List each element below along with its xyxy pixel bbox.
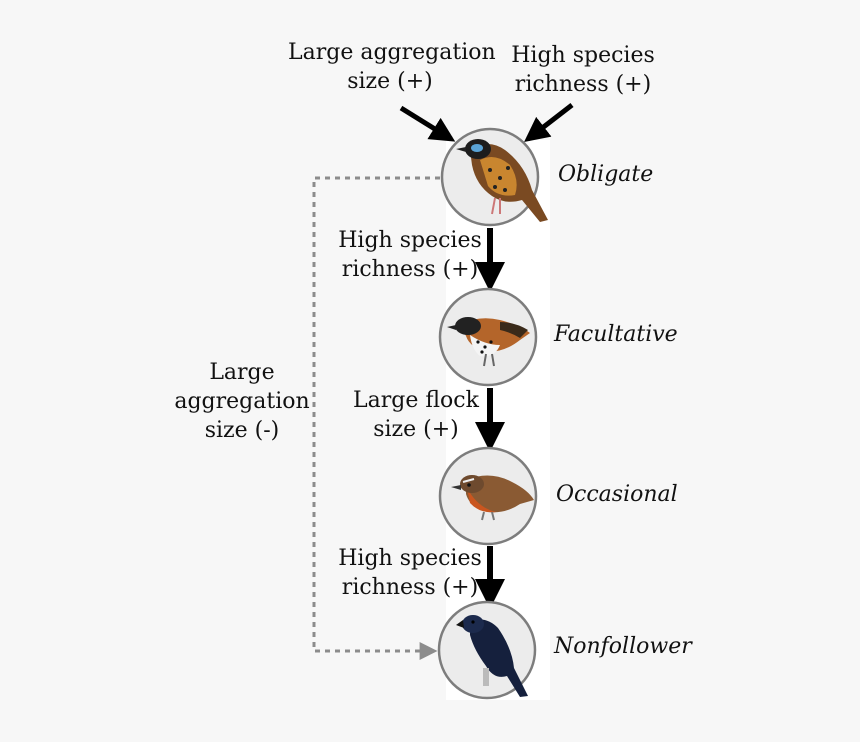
category-obligate: Obligate: [558, 162, 654, 187]
category-facultative: Facultative: [554, 322, 678, 347]
occasional-bird-icon: [451, 475, 534, 521]
nonfollower-bird-icon: [456, 615, 528, 697]
facultative-bird-circle: [438, 287, 538, 387]
occasional-bird-circle: [438, 446, 538, 546]
dashed-feedback-arrow: [312, 176, 440, 660]
obligate-bird-icon: [456, 139, 548, 222]
obligate-bird-circle: [440, 127, 548, 227]
facultative-bird-icon: [447, 317, 530, 367]
arrow-aggregation-to-obligate: [399, 105, 456, 142]
category-nonfollower: Nonfollower: [554, 634, 692, 659]
category-occasional: Occasional: [556, 482, 678, 507]
arrow-richness-to-obligate: [524, 103, 574, 143]
nonfollower-bird-circle: [437, 600, 537, 700]
